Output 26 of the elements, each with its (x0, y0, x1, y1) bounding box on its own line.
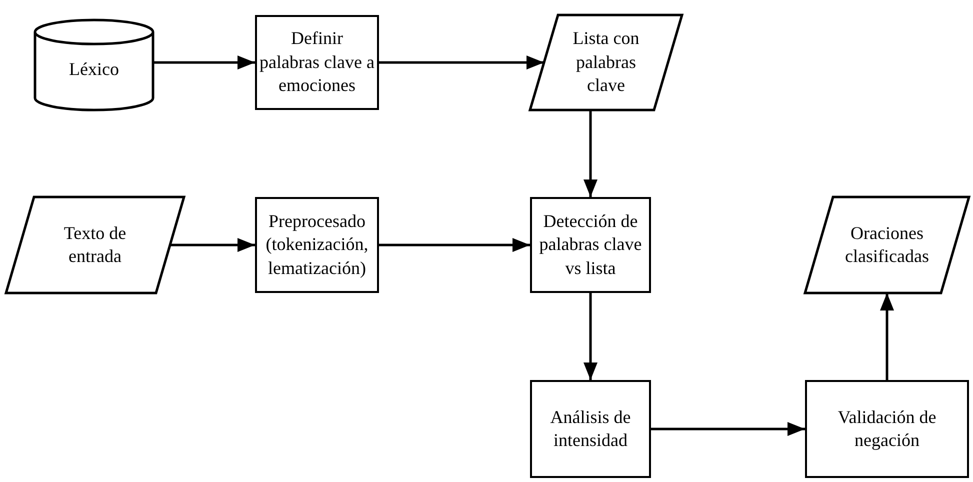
arrow (880, 293, 894, 380)
process-box (255, 197, 379, 293)
arrow (153, 56, 255, 70)
process-box (805, 380, 969, 478)
arrow (379, 56, 544, 70)
node-label: Validación de negación (836, 406, 938, 452)
arrow (584, 110, 598, 197)
arrow (584, 293, 598, 380)
node-label: Léxico (68, 58, 120, 82)
process-box (530, 380, 651, 478)
node-label: Oraciones clasificadas (844, 222, 930, 268)
process-box (255, 15, 379, 110)
data-parallelogram (530, 15, 682, 110)
data-parallelogram (805, 197, 969, 293)
node-label: Análisis de intensidad (549, 406, 632, 452)
node-label: Preprocesado (tokenización, lematización) (264, 210, 370, 280)
arrow (379, 238, 530, 252)
node-label: Lista con palabras clave (572, 27, 640, 98)
node-label: Texto de entrada (62, 222, 128, 268)
process-box (530, 197, 651, 293)
node-label: Detección de palabras clave vs lista (538, 210, 643, 280)
arrow (170, 238, 255, 252)
arrow (651, 422, 805, 436)
database-cylinder (35, 20, 153, 110)
data-parallelogram (6, 197, 184, 293)
node-label: Definir palabras clave a emociones (258, 27, 376, 98)
